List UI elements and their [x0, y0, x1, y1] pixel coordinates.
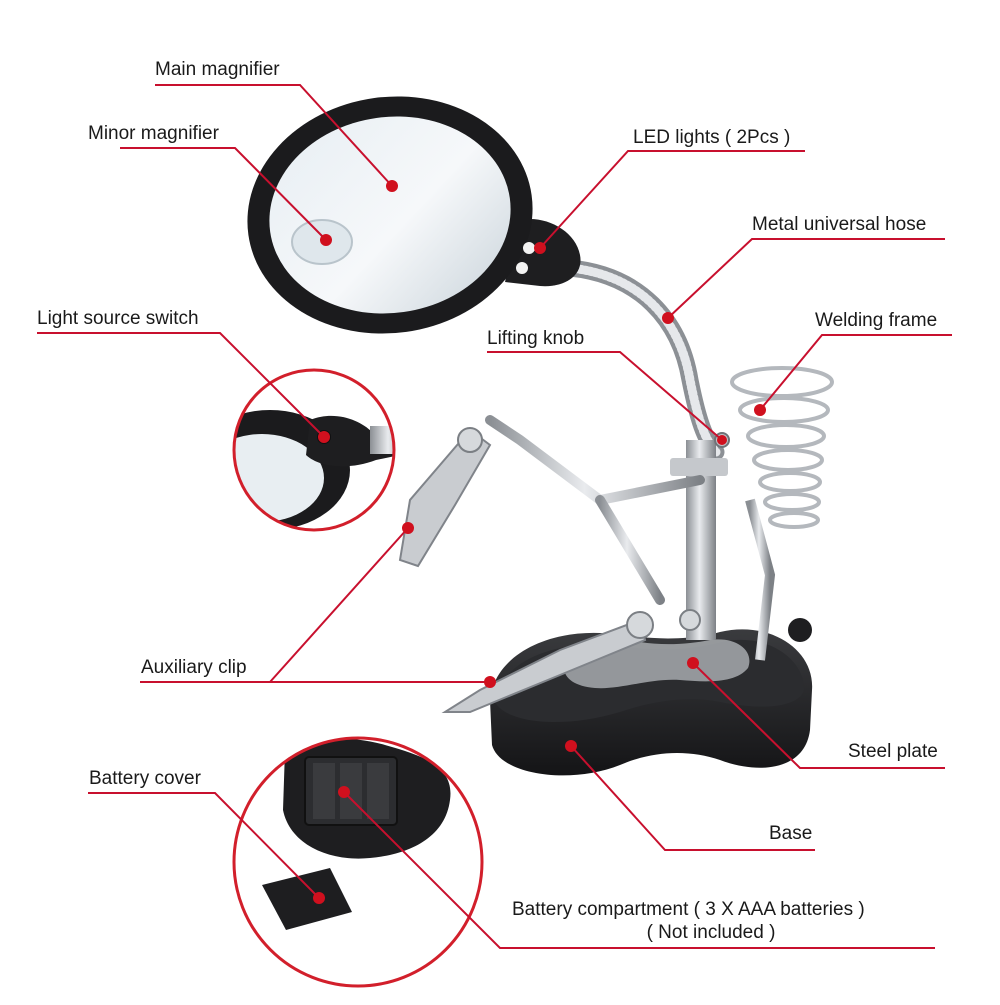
dot-base — [565, 740, 577, 752]
center-post — [670, 440, 728, 640]
leader-metal-hose — [667, 238, 945, 319]
label-battery-cover: Battery cover — [89, 768, 201, 789]
label-light-source-switch: Light source switch — [37, 308, 199, 329]
leader-led-lights — [539, 150, 805, 249]
label-battery-compartment-line1: Battery compartment ( 3 X AAA batteries … — [512, 899, 865, 920]
label-battery-compartment-line2: ( Not included ) — [646, 922, 776, 943]
leader-lines — [37, 84, 952, 949]
welding-frame — [730, 366, 834, 661]
leader-main-magnifier — [155, 84, 393, 187]
leader-base — [570, 745, 815, 851]
leader-welding-frame — [759, 334, 952, 411]
dot-metal-hose — [662, 312, 674, 324]
metal-universal-hose — [561, 259, 725, 461]
label-welding-frame: Welding frame — [815, 310, 938, 331]
marker-dots — [313, 180, 766, 904]
dot-steel-plate — [687, 657, 699, 669]
dot-light-switch — [318, 431, 330, 443]
dot-minor-magnifier — [320, 234, 332, 246]
light-switch-inset — [232, 368, 396, 532]
label-led-lights: LED lights ( 2Pcs ) — [633, 127, 791, 148]
leader-auxiliary-clip-upper — [269, 527, 409, 683]
dot-battery-compartment — [338, 786, 350, 798]
leader-lifting-knob — [487, 351, 723, 441]
battery-inset — [232, 736, 484, 988]
leader-battery-cover — [88, 792, 320, 899]
label-auxiliary-clip: Auxiliary clip — [141, 657, 247, 678]
label-lifting-knob: Lifting knob — [487, 328, 585, 349]
leader-minor-magnifier — [120, 147, 327, 241]
dot-led-lights — [534, 242, 546, 254]
dot-battery-cover — [313, 892, 325, 904]
dot-auxiliary-clip-upper — [402, 522, 414, 534]
dot-welding-frame — [754, 404, 766, 416]
auxiliary-arm-upper — [485, 415, 705, 605]
leader-steel-plate — [692, 662, 945, 769]
dot-lifting-knob — [717, 435, 727, 445]
label-metal-universal-hose: Metal universal hose — [752, 214, 927, 235]
label-steel-plate: Steel plate — [848, 741, 938, 762]
label-minor-magnifier: Minor magnifier — [88, 123, 219, 144]
leader-battery-compartment — [343, 791, 935, 949]
leader-light-switch — [37, 332, 325, 438]
label-main-magnifier: Main magnifier — [155, 59, 280, 80]
label-base: Base — [769, 823, 813, 844]
auxiliary-clip-upper — [398, 427, 492, 568]
auxiliary-clip-lower — [441, 609, 701, 713]
dot-auxiliary-clip-lower — [484, 676, 496, 688]
dot-main-magnifier — [386, 180, 398, 192]
magnifier-head — [247, 96, 581, 334]
